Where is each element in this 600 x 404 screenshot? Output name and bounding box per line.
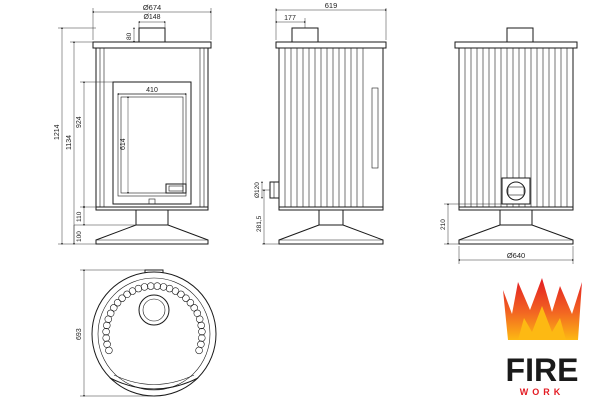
vent-hole xyxy=(110,304,118,312)
vent-hole xyxy=(102,334,110,342)
vent-hole xyxy=(190,304,198,312)
vent-hole xyxy=(186,299,195,307)
vent-hole xyxy=(102,328,110,336)
vent-hole xyxy=(105,346,113,355)
dim-top-width: Ø674 xyxy=(143,3,161,12)
vent-hole xyxy=(197,321,205,330)
vent-hole xyxy=(147,282,155,290)
vent-hole xyxy=(103,340,111,348)
logo-text-fire: FIRE xyxy=(506,352,579,388)
logo-text-work: WORK xyxy=(520,387,565,397)
vent-hole xyxy=(103,321,111,330)
dim-air-inlet-height: 281,5 xyxy=(256,215,263,232)
dim-air-inlet-diameter: Ø120 xyxy=(254,182,261,198)
dim-total-height: 1214 xyxy=(54,124,61,140)
vent-hole xyxy=(106,309,115,317)
vent-hole xyxy=(159,283,168,291)
dim-base-diameter: Ø640 xyxy=(507,251,525,260)
rear-view: 210 Ø640 xyxy=(440,27,578,264)
vent-hole xyxy=(153,282,161,290)
vent-hole xyxy=(196,315,204,323)
dim-height-110: 110 xyxy=(76,211,83,222)
vent-hole xyxy=(182,294,190,302)
vent-hole xyxy=(171,287,180,295)
vent-hole xyxy=(197,340,205,348)
side-view: 619 177 Ø120 281,5 xyxy=(254,1,387,245)
vent-hole xyxy=(195,346,203,355)
vent-hole xyxy=(198,334,206,342)
dim-height-1134: 1134 xyxy=(66,135,73,150)
dim-plan-depth: 693 xyxy=(76,328,83,340)
dim-side-depth: 619 xyxy=(325,1,338,10)
vent-hole xyxy=(177,290,185,298)
vent-hole xyxy=(118,294,126,302)
front-view: Ø674 Ø148 80 410 614 xyxy=(54,3,212,245)
dim-flue-offset: 80 xyxy=(126,32,133,40)
plan-view: 693 xyxy=(76,269,217,397)
dim-rear-inlet-height: 210 xyxy=(440,219,447,230)
dim-flue-diameter: Ø148 xyxy=(143,14,160,21)
dim-side-flue-offset: 177 xyxy=(284,15,296,22)
vent-hole xyxy=(123,290,131,298)
firework-logo: FIRE WORK xyxy=(503,278,582,397)
vent-hole xyxy=(113,299,122,307)
dim-height-100: 100 xyxy=(76,231,83,242)
dim-glass-height: 614 xyxy=(120,138,127,150)
vent-hole xyxy=(198,328,206,336)
dim-glass-width: 410 xyxy=(146,87,158,94)
vent-hole xyxy=(134,284,143,293)
vent-hole xyxy=(140,283,149,291)
dim-height-924: 924 xyxy=(76,116,83,128)
flame-inner-icon xyxy=(518,306,566,340)
